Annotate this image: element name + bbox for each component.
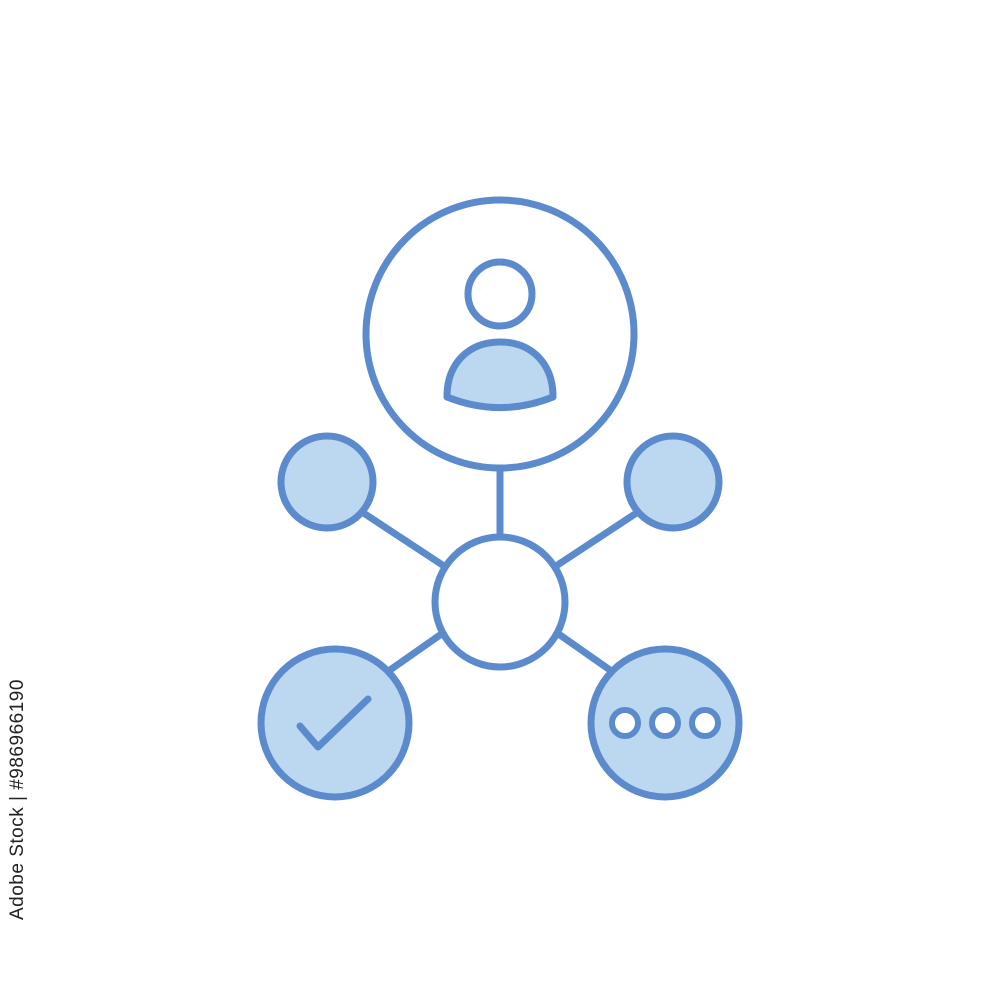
check-node-circle [257,645,413,801]
checkmark-icon [296,695,372,751]
node-upper-left-icon [277,432,377,532]
user-body-icon [443,338,557,411]
stock-id-text: Adobe Stock | #986966190 [7,679,28,920]
hub-node-icon [431,533,569,671]
connector-line-upper-left [358,508,448,570]
ellipsis-icon [609,707,721,739]
user-head-icon [464,258,536,330]
connector-line-lower-left [386,631,444,674]
connector-line-lower-right [556,631,614,674]
connector-line-upper-right [552,508,642,570]
user-profile-circle [362,196,638,472]
node-upper-right-icon [623,432,723,532]
